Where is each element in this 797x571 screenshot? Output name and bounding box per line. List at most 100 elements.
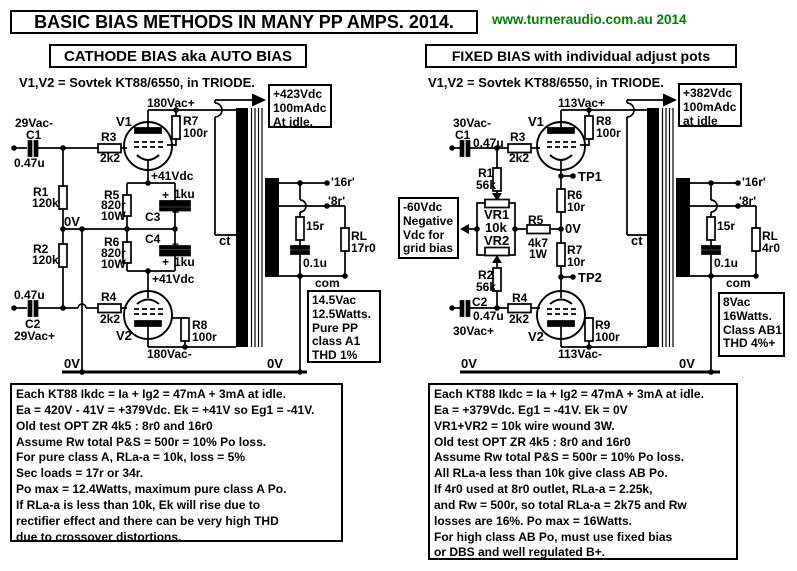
left-c3-minus: − [172,205,180,219]
right-tp2-label: TP2 [578,270,602,285]
note-line: Each KT88 Ikdc = Ia + Ig2 = 47mA + 3mA a… [434,387,704,401]
note-line: losses are 16%. Po max = 16Watts. [434,513,632,528]
note-line: VR1+VR2 = 10k wire wound 3W. [434,418,615,433]
left-r3-value: 2k2 [100,151,121,165]
note-line: Assume Rw total P&S = 500r = 10% Po loss… [16,434,267,449]
left-c4-label: C4 [145,232,161,246]
right-junction-dots [449,107,759,375]
left-r3-label: R3 [101,130,117,144]
left-c1-label: C1 [26,128,42,142]
right-heading: FIXED BIAS with individual adjust pots [425,44,737,68]
page-title-text: BASIC BIAS METHODS IN MANY PP AMPS. 2014… [34,11,454,32]
right-r9-value: 100r [595,330,620,344]
right-vr1-label: VR1 [484,207,510,222]
neg-bias-line4: grid bias [403,241,454,256]
left-transformer [236,108,279,347]
note-line: or DBS and well regulated B+. [434,545,606,560]
left-c2-label: C2 [25,317,41,331]
right-v1-label: V1 [528,114,544,129]
left-result-watts: 12.5Watts. [312,306,371,321]
right-result-thd: THD 4%+ [723,336,776,351]
right-input-top-label: 30Vac- [453,116,492,130]
right-ct-label: ct [631,233,643,248]
note-line: Old test OPT ZR 4k5 : 8r0 and 16r0 [16,418,213,433]
right-0v-bottom-1: 0V [461,356,477,371]
left-8r-terminal: '8r' [328,194,346,208]
left-supply-box: +423Vdc 100mAdc At idle. [268,84,332,128]
right-com-label: com [726,276,751,290]
note-line: If 4r0 used at 8r0 outlet, RLa-a = 2.25k… [434,482,653,497]
left-rl-label: RL [351,229,367,243]
left-zobel-r-value: 15r [306,219,325,233]
supply-current: 100mAdc [273,100,327,115]
note-line: Po max = 12.4Watts, maximum pure class A… [16,482,287,497]
right-result-vac: 8Vac [723,295,751,309]
right-zobel-c-value: 0.1u [714,256,739,270]
left-r1-label: R1 [33,185,49,199]
supply-note: at idle [683,113,718,128]
page-title: BASIC BIAS METHODS IN MANY PP AMPS. 2014… [10,10,478,34]
website-link[interactable]: www.turneraudio.com.au 2014 [492,12,687,27]
right-r2-label: R2 [478,268,494,282]
right-anode-bottom-voltage: 113Vac- [558,347,603,361]
supply-voltage: +382Vdc [683,86,733,100]
left-com-label: com [315,276,340,290]
right-r6-value: 10r [567,200,586,214]
right-result-box: 8Vac 16Watts. Class AB1 THD 4%+ [718,292,785,357]
left-r4-value: 2k2 [100,312,121,326]
left-r6-watts: 10W [101,257,126,271]
right-r5-watts: 1W [529,247,547,261]
supply-voltage: +423Vdc [273,87,323,101]
left-r6-value: 820r [101,246,126,260]
left-subtitle: V1,V2 = Sovtek KT88/6550, in TRIODE. [19,75,255,90]
left-r5-value: 820r [101,198,126,212]
left-input-bottom-label: 29Vac+ [14,329,56,343]
right-transformer [647,108,690,347]
left-result-vac: 14.5Vac [312,293,357,307]
right-r1-value: 56k [476,178,497,192]
left-ct-label: ct [219,233,231,248]
left-c3-value: 1ku [174,187,195,201]
right-r3-value: 2k2 [509,151,530,165]
note-line: Sec loads = 17r or 34r. [16,466,144,481]
neg-bias-line3: Vdc for [403,227,445,242]
right-circuit-wiring [452,93,720,373]
left-v2-label: V2 [116,328,132,343]
right-r8-value: 100r [596,126,621,140]
left-result-class: class A1 [312,334,361,349]
right-c2-label: C2 [472,295,488,309]
left-notes-box: Each KT88 Ikdc = Ia + Ig2 = 47mA + 3mA a… [10,383,343,544]
right-r8-label: R8 [596,114,612,128]
right-16r-terminal: '16r' [742,175,766,189]
note-line: Ea = 420V - 41V = +379Vdc. Ek = +41V so … [16,402,315,417]
right-subtitle: V1,V2 = Sovtek KT88/6550, in TRIODE. [428,75,664,90]
right-r1-label: R1 [478,166,494,180]
left-cathode1-voltage: +41Vdc [151,169,194,183]
right-r3-label: R3 [510,130,526,144]
right-r4-value: 2k2 [509,312,530,326]
left-input-top-label: 29Vac- [15,116,54,130]
left-c3-plus: + [162,188,170,202]
left-cathode2-voltage: +41Vdc [152,272,195,286]
left-v1-label: V1 [116,114,132,129]
right-result-watts: 16Watts. [723,308,772,323]
supply-note: At idle. [273,114,314,129]
note-line: All RLa-a less than 10k give class AB Po… [434,466,668,481]
left-c3-label: C3 [145,210,161,224]
right-r7-label: R7 [567,243,583,257]
right-rl-value: 4r0 [762,241,781,255]
left-heading: CATHODE BIAS aka AUTO BIAS [49,44,307,68]
right-r2-value: 56k [476,280,497,294]
right-8r-terminal: '8r' [739,194,757,208]
left-zobel-c-value: 0.1u [303,256,328,270]
right-r5-label: R5 [528,213,544,227]
left-0v-mid: 0V [64,214,80,229]
note-line: If RLa-a is less than 10k, Ek will rise … [16,497,261,512]
left-r5-watts: 10W [101,209,126,223]
right-input-bottom-label: 30Vac+ [453,324,495,338]
left-result-box: 14.5Vac 12.5Watts. Pure PP class A1 THD … [307,290,381,363]
right-c1-label: C1 [455,128,471,142]
right-supply-box: +382Vdc 100mAdc at idle [678,83,742,127]
left-result-thd: THD 1% [312,348,358,363]
